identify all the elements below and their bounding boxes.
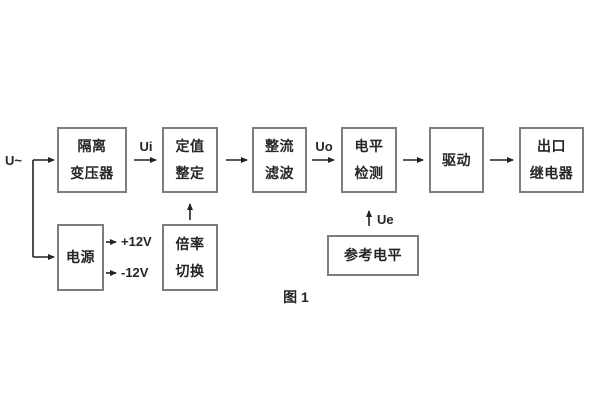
block-line: 整定 (175, 165, 205, 181)
block-ratio-switch: 倍率 切换 (162, 224, 218, 291)
block-output-relay: 出口 继电器 (519, 127, 584, 193)
block-line: 驱动 (442, 151, 471, 168)
block-line: 倍率 (175, 235, 205, 252)
block-line: 整流 (265, 138, 294, 154)
block-line: 定值 (175, 138, 205, 154)
block-line: 出口 (537, 138, 566, 154)
label-uo: Uo (315, 139, 333, 154)
block-line: 检测 (354, 165, 384, 181)
label-rail-positive: +12V (121, 234, 152, 249)
block-isolation-transformer: 隔离 变压器 (57, 127, 127, 193)
block-line: 隔离 (77, 138, 107, 154)
figure-caption: 图 1 (283, 289, 309, 305)
block-line: 继电器 (529, 165, 574, 181)
block-line: 变压器 (70, 165, 114, 181)
block-power-supply: 电源 (57, 224, 104, 291)
block-drive: 驱动 (429, 127, 484, 193)
label-ue: Ue (377, 212, 394, 227)
label-rail-negative: -12V (121, 265, 149, 280)
block-line: 电平 (354, 138, 384, 154)
block-line: 电源 (66, 249, 95, 265)
block-line: 切换 (175, 262, 205, 279)
block-reference-level: 参考电平 (327, 235, 419, 276)
block-value-setting: 定值 整定 (162, 127, 218, 193)
label-input-voltage: U~ (5, 153, 22, 168)
block-line: 参考电平 (344, 247, 402, 263)
block-rectifier-filter: 整流 滤波 (252, 127, 307, 193)
block-line: 滤波 (265, 165, 294, 181)
label-ui: Ui (139, 139, 153, 154)
block-level-detection: 电平 检测 (341, 127, 397, 193)
